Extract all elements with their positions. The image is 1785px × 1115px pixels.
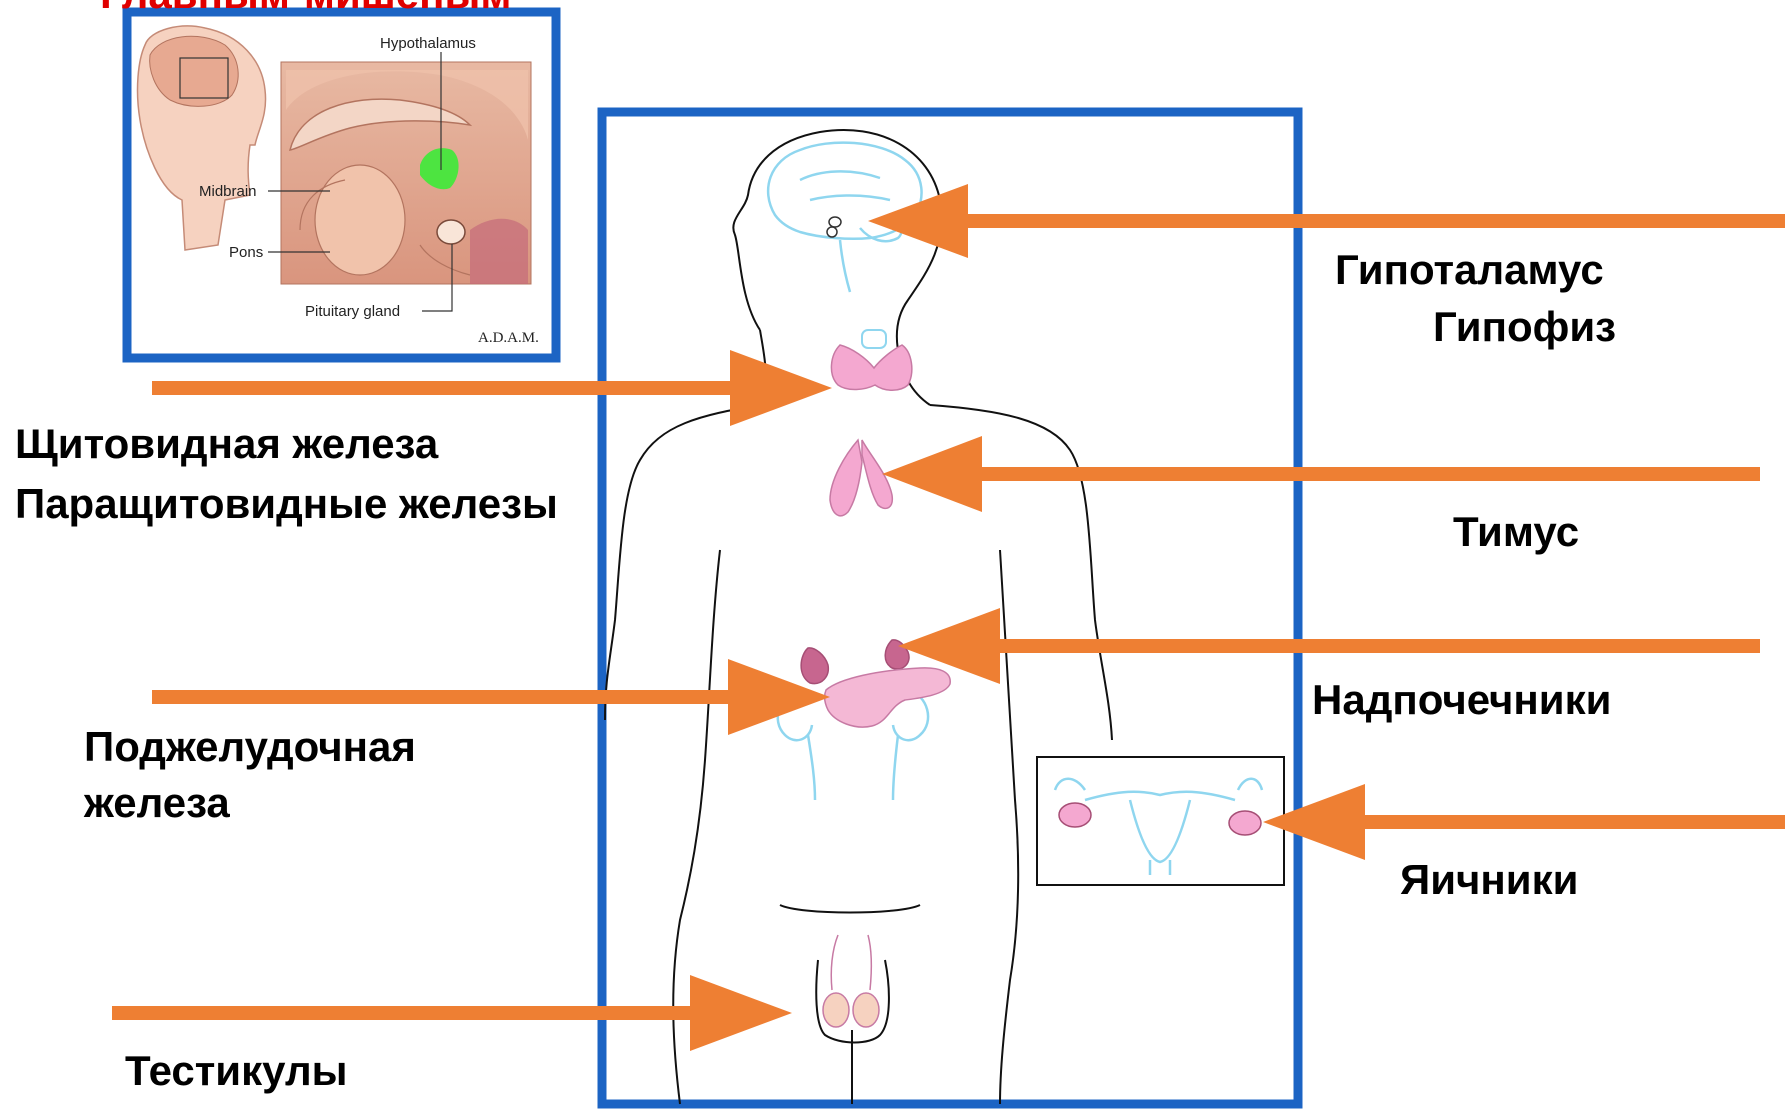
inset-label-midbrain: Midbrain [199,183,257,200]
inset-label-hypothalamus: Hypothalamus [380,35,476,52]
label-ovaries: Яичники [1400,856,1578,904]
inset-credit: A.D.A.M. [478,330,539,346]
hypothalamus-inset: Hypothalamus Midbrain Pons Pituitary gla… [127,12,556,358]
label-pancreas-2: железа [84,779,230,827]
label-testes: Тестикулы [125,1047,348,1095]
label-pancreas: Поджелудочная [84,723,416,771]
label-thyroid: Щитовидная железа [15,420,438,468]
label-parathyroid: Паращитовидные железы [15,480,558,528]
body-frame [602,112,1298,1104]
label-pituitary: Гипофиз [1433,303,1616,351]
label-hypothalamus: Гипоталамус [1335,246,1604,294]
ovaries-inset [1037,757,1284,885]
top-caption: Главным-мишеным [100,0,511,18]
label-adrenal: Надпочечники [1312,676,1611,724]
sagittal-section [281,62,531,284]
inset-label-pons: Pons [229,244,263,261]
arrow-testes [112,975,792,1051]
inset-label-pituitary: Pituitary gland [305,303,400,320]
label-thymus: Тимус [1453,508,1579,556]
arrow-ovaries [1263,784,1785,860]
